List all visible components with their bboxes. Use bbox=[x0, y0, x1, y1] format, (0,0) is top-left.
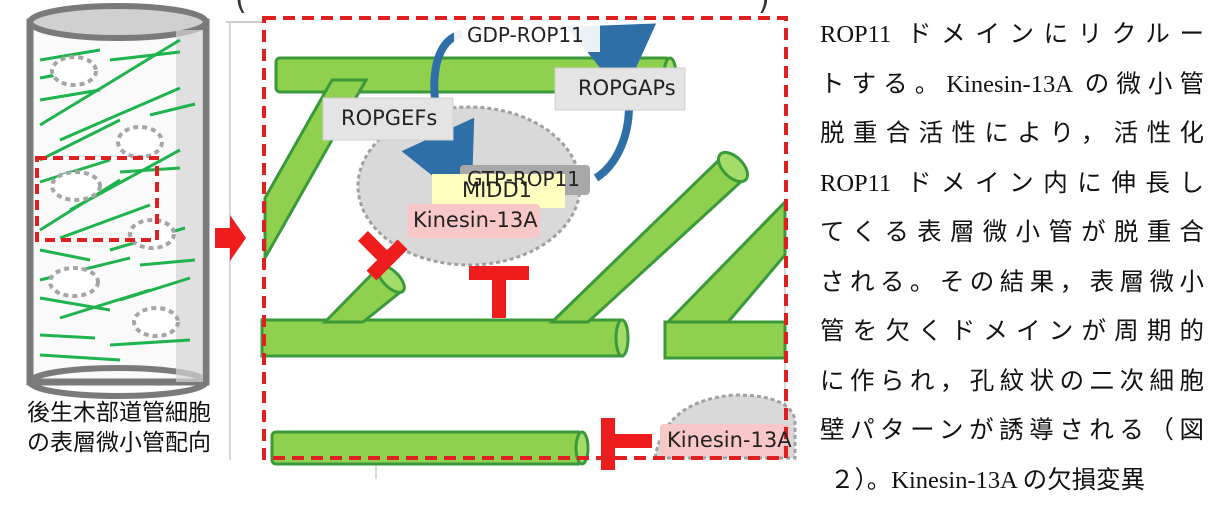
inhibition-bottom-stem bbox=[612, 434, 652, 448]
caption-line-2: の表層微小管配向 bbox=[4, 428, 234, 458]
text-line: に作られ，孔紋状の二次細胞 bbox=[820, 357, 1204, 407]
text-line: てくる表層微小管が脱重合 bbox=[820, 208, 1204, 258]
ropgaps-label: ROPGAPs bbox=[578, 76, 676, 100]
zoomed-panel bbox=[262, 18, 795, 470]
figure-caption: 後生木部道管細胞 の表層微小管配向 bbox=[4, 398, 234, 458]
microtubule-right-horizontal bbox=[665, 322, 785, 358]
ropgefs-label: ROPGEFs bbox=[341, 106, 437, 130]
mechanism-figure: ( ) bbox=[0, 0, 800, 479]
text-line: ２）。Kinesin-13A の欠損変異 bbox=[820, 456, 1204, 505]
inhibition-t-center-stem bbox=[492, 266, 506, 318]
midd1-label: MIDD1 bbox=[462, 178, 532, 202]
zoom-arrow-icon bbox=[215, 215, 246, 261]
text-line: トする。Kinesin-13A の微小管 bbox=[820, 60, 1204, 110]
gdp-rop11-label: GDP-ROP11 bbox=[467, 23, 584, 47]
text-line: 管を欠くドメインが周期的 bbox=[820, 307, 1204, 357]
text-line: 壁パターンが誘導される（図 bbox=[820, 406, 1204, 456]
caption-line-1: 後生木部道管細胞 bbox=[4, 398, 234, 428]
kinesin-13a-label: Kinesin-13A bbox=[413, 208, 538, 232]
text-line: ROP11 ドメインにリクルー bbox=[820, 10, 1204, 60]
text-line: 脱重合活性により，活性化 bbox=[820, 109, 1204, 159]
microtubule-middle bbox=[262, 320, 622, 356]
body-text: ROP11 ドメインにリクルー トする。Kinesin-13A の微小管 脱重合… bbox=[820, 10, 1204, 505]
text-line: ROP11 ドメイン内に伸長し bbox=[820, 159, 1204, 209]
text-line: される。その結果，表層微小 bbox=[820, 258, 1204, 308]
kinesin-13a-lower-label: Kinesin-13A bbox=[667, 428, 792, 452]
